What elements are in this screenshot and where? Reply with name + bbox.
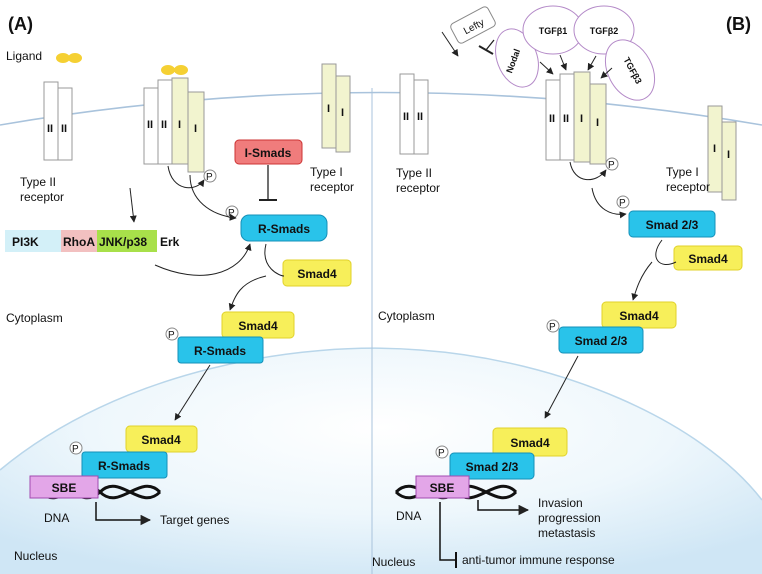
panel-b-label: (B)	[726, 14, 751, 34]
svg-text:II: II	[563, 113, 569, 125]
smad4-free-a: Smad4	[297, 267, 337, 281]
type2-receptor-free: II II	[43, 81, 73, 161]
type2-receptor-label-line1: Type II	[20, 175, 56, 189]
svg-text:II: II	[61, 123, 67, 135]
ligand-free	[56, 53, 82, 63]
target-genes-label: Target genes	[160, 513, 229, 527]
svg-text:I: I	[341, 107, 344, 119]
rhoa-label: RhoA	[63, 235, 95, 249]
type2-receptor-free-b: II II	[399, 73, 429, 155]
tgfb1-label: TGFβ1	[539, 26, 568, 36]
svg-text:II: II	[161, 119, 167, 131]
type1-receptor-free-b: I I	[707, 105, 737, 201]
i-smads-box: I-Smads	[245, 146, 292, 160]
phospho-smad23-b-top: P	[619, 198, 626, 209]
nucleus-label-a: Nucleus	[14, 549, 57, 563]
phospho-smad23-b-mid: P	[549, 322, 556, 333]
tgfb2-label: TGFβ2	[590, 26, 619, 36]
smad4-free-b: Smad4	[688, 252, 728, 266]
phospho-receptor-b: P	[608, 160, 615, 171]
receptor-complex-b: II II I I	[545, 71, 607, 165]
plasma-membrane	[0, 91, 762, 126]
svg-text:II: II	[147, 119, 153, 131]
type2-receptor-label-b-line2: receptor	[396, 181, 440, 195]
non-smad-kinases: PI3K RhoA JNK/p38 Erk	[5, 230, 180, 252]
svg-text:I: I	[596, 117, 599, 129]
svg-text:II: II	[403, 111, 409, 123]
svg-text:I: I	[178, 119, 181, 131]
smad23-complex-b: Smad 2/3	[575, 334, 628, 348]
nucleus-region	[0, 348, 762, 574]
phospho-rsmad-a-nucleus: P	[72, 444, 79, 455]
smad4-complex-b: Smad4	[619, 309, 659, 323]
type2-receptor-label-line2: receptor	[20, 190, 64, 204]
svg-text:I: I	[727, 149, 730, 161]
r-smads-nucleus-a: R-Smads	[98, 459, 150, 473]
pi3k-label: PI3K	[12, 235, 39, 249]
smad4-nucleus-b: Smad4	[510, 436, 550, 450]
phospho-rsmad-a-mid: P	[168, 330, 175, 341]
nucleus-label-b: Nucleus	[372, 555, 415, 569]
type1-receptor-label-b-line1: Type I	[666, 165, 699, 179]
svg-text:II: II	[417, 111, 423, 123]
svg-text:II: II	[549, 113, 555, 125]
smad23-nucleus-b: Smad 2/3	[466, 460, 519, 474]
sbe-box-b: SBE	[430, 481, 455, 495]
outcome-invasion: Invasion	[538, 496, 583, 510]
smad4-complex-a: Smad4	[238, 319, 278, 333]
svg-text:I: I	[194, 123, 197, 135]
ligand-bubbles: TGFβ1 TGFβ2 Nodal TGFβ3	[495, 5, 656, 101]
smad23-box-top: Smad 2/3	[646, 218, 699, 232]
nuclear-envelope	[0, 347, 762, 501]
r-smads-box-top: R-Smads	[258, 222, 310, 236]
cytoplasm-label-b: Cytoplasm	[378, 309, 435, 323]
svg-text:II: II	[47, 123, 53, 135]
type1-receptor-label-line1: Type I	[310, 165, 343, 179]
jnk-p38-label: JNK/p38	[99, 235, 147, 249]
dna-label-b: DNA	[396, 509, 421, 523]
type1-receptor-label-line2: receptor	[310, 180, 354, 194]
immune-response-label: anti-tumor immune response	[462, 553, 615, 567]
type1-receptor-label-b-line2: receptor	[666, 180, 710, 194]
cytoplasm-label-a: Cytoplasm	[6, 311, 63, 325]
svg-text:I: I	[713, 143, 716, 155]
erk-label: Erk	[160, 235, 180, 249]
svg-text:I: I	[327, 103, 330, 115]
panel-a-label: (A)	[8, 14, 33, 34]
phospho-receptor-a: P	[206, 172, 213, 183]
type2-receptor-label-b-line1: Type II	[396, 166, 432, 180]
r-smads-complex-a: R-Smads	[194, 344, 246, 358]
outcome-progression: progression	[538, 511, 601, 525]
smad4-nucleus-a: Smad4	[141, 433, 181, 447]
phospho-smad23-b-nucleus: P	[438, 448, 445, 459]
outcome-metastasis: metastasis	[538, 526, 595, 540]
sbe-box-a: SBE	[52, 481, 77, 495]
receptor-complex-a: II II I I	[143, 65, 205, 173]
ligand-label: Ligand	[6, 49, 42, 63]
svg-text:I: I	[580, 113, 583, 125]
type1-receptor-free: I I	[321, 63, 351, 153]
phospho-rsmad-a-top: P	[228, 208, 235, 219]
dna-label-a: DNA	[44, 511, 69, 525]
